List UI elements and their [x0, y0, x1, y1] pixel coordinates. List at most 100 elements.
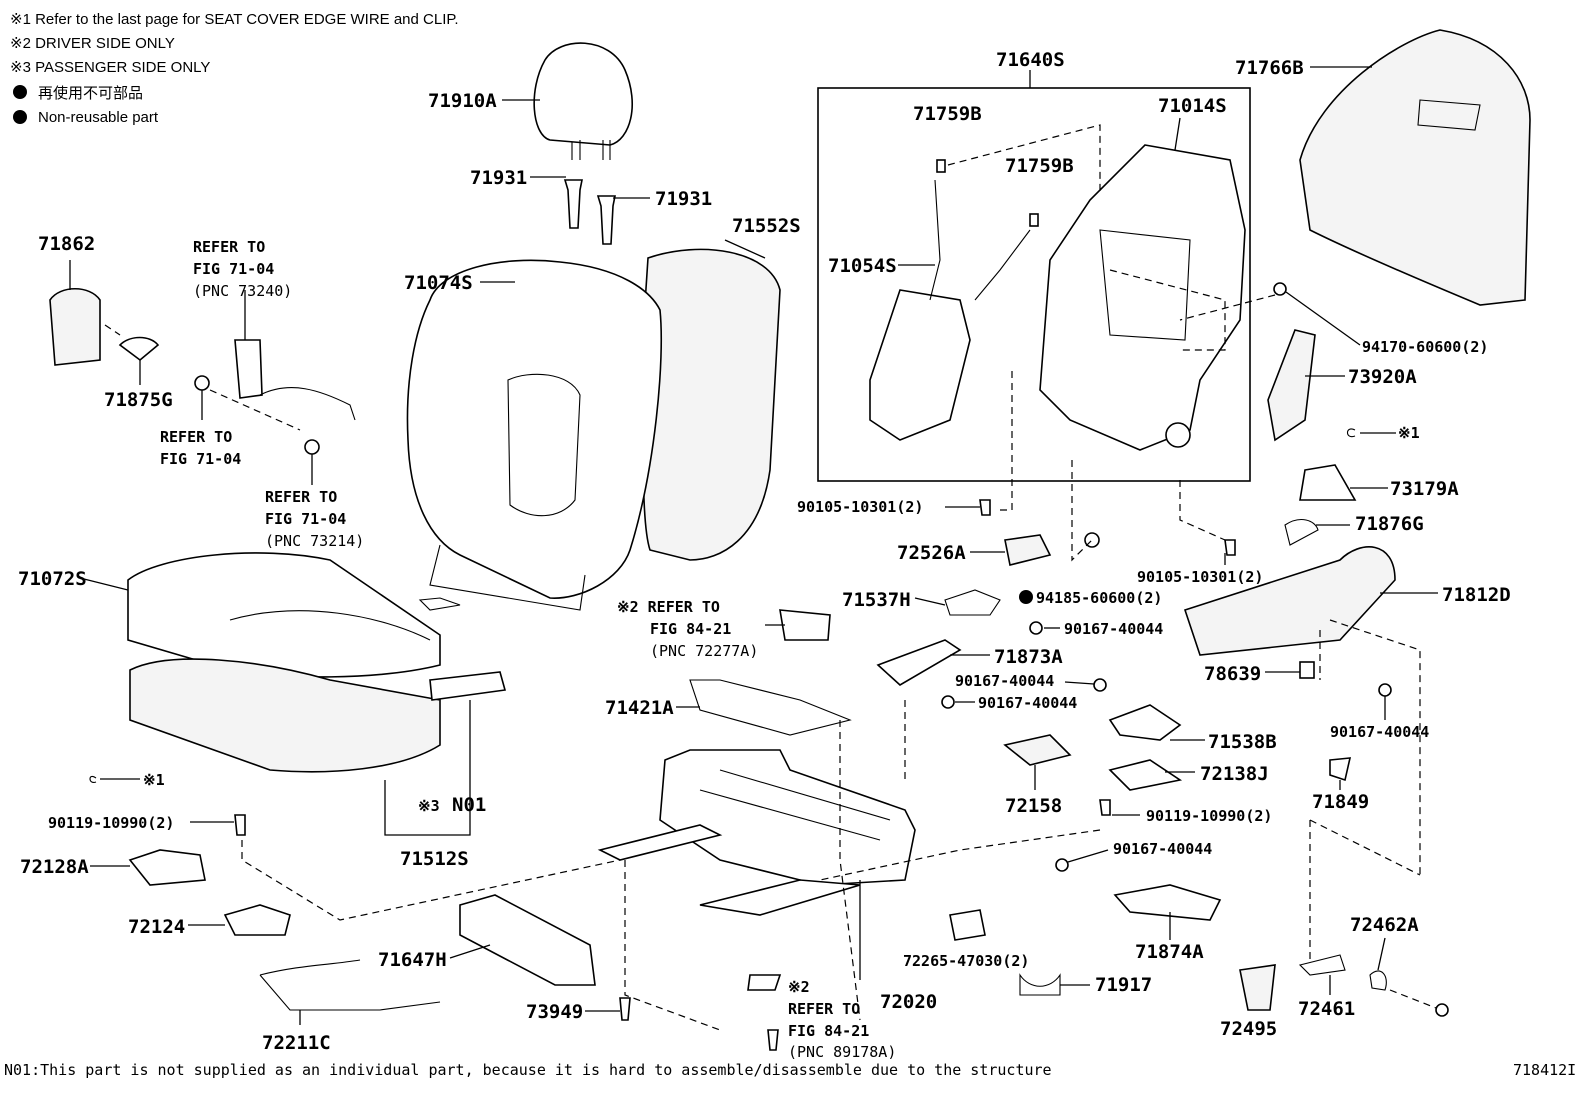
label-72020: 72020: [880, 991, 937, 1013]
cushion-cover-71072s: [127, 552, 441, 678]
heater-n01: [429, 671, 507, 701]
shield-71812d: [1183, 546, 1396, 656]
refer-fig-71-04-a-line2: FIG 71-04: [193, 260, 274, 278]
label-72158: 72158: [1005, 795, 1062, 817]
label-71910a: 71910A: [428, 90, 497, 112]
label-72128a: 72128A: [20, 856, 89, 878]
refer-fig-71-04-a-line1: REFER TO: [193, 238, 265, 256]
seatback-cover-71074s: [406, 259, 663, 599]
label-72462a: 72462A: [1350, 914, 1419, 936]
leader-line: [1174, 117, 1181, 151]
label-71072s: 71072S: [18, 568, 87, 590]
leader-line: [724, 239, 766, 259]
non-reusable-dot-icon: [13, 110, 27, 124]
seatback-frame-group: [817, 70, 1251, 482]
label-90119-10990-a: 90119-10990(2): [48, 814, 174, 832]
label-ref-2-bottom: ※2: [788, 978, 810, 996]
leader-line: [1064, 681, 1095, 685]
bolt-icon: [941, 695, 955, 709]
wire-72211c: [259, 959, 441, 1011]
lumbar-support-71054s: [869, 289, 971, 441]
assembly-dash-line: [947, 124, 1101, 195]
label-94185-60600: 94185-60600(2): [1036, 589, 1162, 607]
label-73949: 73949: [526, 1001, 583, 1023]
label-71640s: 71640S: [996, 49, 1065, 71]
assembly-dash-line: [1179, 294, 1276, 321]
plate-89178a: [747, 974, 782, 991]
label-n01: N01: [452, 794, 486, 816]
cover-71647h: [459, 894, 596, 986]
refer-fig-84-21-a-line1: ※2 REFER TO: [617, 598, 720, 616]
label-73920a: 73920A: [1348, 366, 1417, 388]
label-71647h: 71647H: [378, 949, 447, 971]
label-ref-1-left: ※1: [143, 771, 165, 789]
note-driver-side: ※2 DRIVER SIDE ONLY: [10, 35, 175, 52]
label-71759b-a: 71759B: [913, 103, 982, 125]
label-90167-40044-c: 90167-40044: [978, 694, 1077, 712]
label-71766b: 71766B: [1235, 57, 1304, 79]
cushion-pad-71512s: [129, 658, 441, 773]
label-71054s: 71054S: [828, 255, 897, 277]
assembly-dash-line: [1071, 460, 1093, 562]
label-71512s: 71512S: [400, 848, 469, 870]
bolt-icon: [767, 1029, 779, 1051]
cover-71917: [1019, 973, 1061, 996]
seatback-frame-71014s: [1039, 144, 1246, 451]
label-71537h: 71537H: [842, 589, 911, 611]
cover-71538b: [1108, 704, 1182, 741]
spring-71421a: [689, 679, 852, 736]
headrest-shape: [533, 42, 633, 146]
nut-icon: [304, 439, 320, 455]
refer-fig-84-21-a-line3: (PNC 72277A): [650, 642, 758, 660]
assembly-dash-line: [209, 389, 301, 431]
left-small-parts: [49, 260, 621, 1025]
label-90167-40044-d: 90167-40044: [1330, 723, 1429, 741]
lumbar-wires: [929, 179, 1031, 301]
bolt-icon: [1435, 1003, 1449, 1017]
label-90167-40044-a: 90167-40044: [1064, 620, 1163, 638]
label-71074s: 71074S: [404, 272, 473, 294]
headrest-group: [502, 42, 650, 245]
leader-line: [449, 944, 491, 959]
frame-assembly-box: [817, 87, 1251, 482]
refer-fig-84-21-a-line2: FIG 84-21: [650, 620, 731, 638]
seatback-clip: [418, 597, 461, 611]
refer-fig-71-04-a-line3: (PNC 73240): [193, 282, 292, 300]
bolt-icon: [194, 375, 210, 391]
right-small-parts: [1179, 480, 1449, 1017]
note-non-reusable-jp: 再使用不可部品: [38, 85, 143, 102]
label-71538b: 71538B: [1208, 731, 1277, 753]
bolt-90105-icon: [979, 499, 991, 516]
legend-notes: ※1 Refer to the last page for SEAT COVER…: [10, 11, 459, 126]
assembly-dash-line: [1319, 619, 1421, 875]
bolt-icon: [1378, 683, 1392, 697]
assembly-dash-line: [1000, 370, 1013, 511]
cover-72124: [223, 904, 291, 936]
seatback-board-71766b: [1299, 29, 1531, 306]
non-reusable-dot-icon: [13, 85, 27, 99]
cover-72128a: [128, 849, 206, 886]
label-71421a: 71421A: [605, 697, 674, 719]
assembly-dash-line: [241, 840, 621, 921]
seatback-pad-group: [406, 239, 781, 611]
cover-73179a: [1299, 464, 1357, 501]
wire-clip-icon: [1346, 428, 1356, 438]
clip-94170-icon: [1273, 282, 1287, 296]
seat-frame-group: [449, 589, 1090, 1051]
note-non-reusable-en: Non-reusable part: [38, 109, 159, 126]
label-71849: 71849: [1312, 791, 1369, 813]
seatback-bottom-flap: [429, 544, 586, 611]
bracket-refer-72277a: [779, 609, 831, 641]
bracket-71849: [1329, 757, 1352, 782]
label-71862: 71862: [38, 233, 95, 255]
leader-line: [1067, 849, 1109, 863]
footer: N01:This part is not supplied as an indi…: [4, 1061, 1576, 1079]
label-72495: 72495: [1220, 1018, 1277, 1040]
label-ref-3: ※3: [418, 797, 440, 815]
seat-cushion-group: [79, 552, 507, 836]
n01-footnote: N01:This part is not supplied as an indi…: [4, 1061, 1052, 1079]
label-73179a: 73179A: [1390, 478, 1459, 500]
cover-72138j: [1108, 759, 1183, 791]
label-71812d: 71812D: [1442, 584, 1511, 606]
